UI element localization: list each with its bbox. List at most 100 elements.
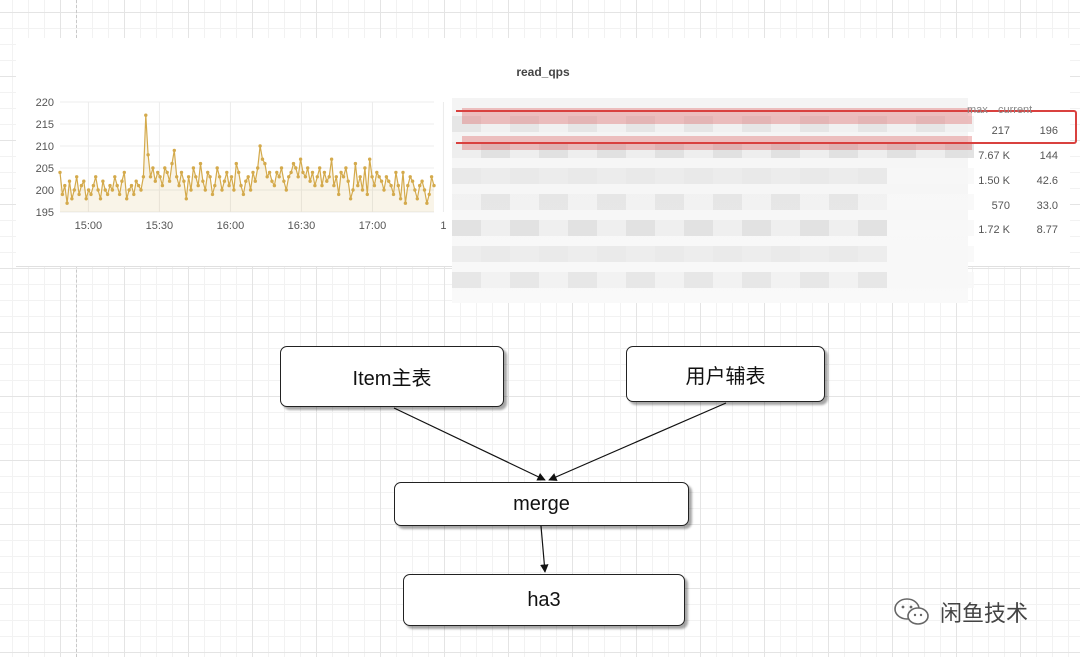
- data-point: [65, 201, 69, 205]
- blur-cell: [800, 168, 829, 184]
- blur-cell: [510, 116, 539, 132]
- data-point: [170, 161, 174, 166]
- node-item-table[interactable]: Item主表: [280, 346, 504, 407]
- y-tick-label: 200: [36, 185, 54, 197]
- data-point: [279, 166, 284, 170]
- data-point: [294, 166, 298, 170]
- blur-cell: [568, 142, 597, 158]
- data-point: [134, 179, 138, 183]
- x-tick-label: 1: [440, 220, 446, 232]
- data-point: [237, 170, 241, 175]
- data-point: [75, 175, 79, 179]
- blur-cell: [626, 220, 655, 236]
- data-point: [136, 183, 141, 188]
- data-point: [179, 170, 184, 175]
- data-point: [63, 183, 67, 188]
- blur-cell: [771, 116, 800, 132]
- data-point: [289, 170, 293, 175]
- legend-row: 570 33.0: [966, 197, 1072, 217]
- legend-row: 1.72 K 8.77: [966, 221, 1072, 241]
- series-area: [60, 115, 434, 212]
- blur-cell: [684, 272, 713, 288]
- data-point: [148, 175, 153, 179]
- data-point: [418, 183, 422, 188]
- blur-cell: [568, 246, 597, 262]
- blur-cell: [655, 168, 684, 184]
- blur-cell: [771, 272, 800, 288]
- data-point: [282, 179, 286, 183]
- data-point: [256, 166, 260, 170]
- data-point: [332, 183, 336, 188]
- blur-cell: [539, 246, 568, 262]
- blur-cell: [713, 168, 742, 184]
- data-point: [241, 192, 246, 197]
- blur-cell: [945, 142, 974, 158]
- data-point: [105, 192, 110, 197]
- node-merge[interactable]: merge: [394, 482, 689, 526]
- legend-max: 217: [991, 125, 1010, 137]
- x-tick-label: 15:00: [75, 220, 103, 232]
- blur-cell: [887, 142, 916, 158]
- data-point: [67, 179, 72, 183]
- data-point: [427, 192, 431, 197]
- data-point: [408, 175, 412, 179]
- blur-cell: [597, 246, 626, 262]
- blur-cell: [684, 246, 713, 262]
- data-point: [370, 175, 374, 179]
- data-point: [84, 197, 88, 201]
- x-tick-label: 16:00: [217, 220, 245, 232]
- blur-cell: [452, 168, 481, 184]
- blur-cell: [684, 142, 713, 158]
- blur-cell: [916, 116, 945, 132]
- blur-cell: [887, 168, 916, 184]
- blur-cell: [771, 168, 800, 184]
- blur-cell: [626, 194, 655, 210]
- legend-max: 570: [991, 200, 1010, 212]
- blur-cell: [742, 194, 771, 210]
- data-point: [58, 170, 62, 175]
- data-point: [72, 188, 76, 192]
- data-point: [125, 197, 129, 201]
- legend-current: 8.77: [1036, 224, 1058, 236]
- node-ha3[interactable]: ha3: [403, 574, 685, 626]
- blur-cell: [655, 246, 684, 262]
- blur-cell: [713, 272, 742, 288]
- blur-cell: [510, 142, 539, 158]
- blur-cell: [539, 194, 568, 210]
- node-user-table[interactable]: 用户辅表: [626, 346, 825, 402]
- data-point: [232, 188, 236, 192]
- blur-cell: [510, 168, 539, 184]
- data-point: [401, 170, 405, 175]
- legend-current: 196: [1039, 125, 1058, 137]
- watermark-text: 闲鱼技术: [940, 601, 1029, 626]
- data-point: [225, 170, 229, 175]
- data-point: [348, 197, 353, 201]
- legend-row: 1.50 K 42.6: [966, 172, 1072, 192]
- data-point: [213, 183, 217, 188]
- blur-cell: [597, 220, 626, 236]
- data-point: [394, 170, 398, 175]
- blur-cell: [481, 272, 510, 288]
- edge-user-to-merge: [548, 402, 727, 481]
- data-point: [310, 170, 315, 175]
- blur-cell: [626, 168, 655, 184]
- data-point: [358, 175, 362, 179]
- y-tick-label: 220: [36, 97, 54, 109]
- blur-cell: [916, 246, 945, 262]
- data-point: [260, 157, 265, 161]
- blur-cell: [800, 272, 829, 288]
- blur-cell: [510, 194, 539, 210]
- y-tick-label: 195: [36, 207, 54, 219]
- blur-cell: [626, 116, 655, 132]
- highlighted-row-box: [456, 110, 1077, 144]
- blur-cell: [916, 272, 945, 288]
- data-point: [425, 201, 429, 205]
- node-item-label: Item主表: [352, 368, 432, 390]
- blur-cell: [568, 272, 597, 288]
- edge-item-to-merge: [393, 407, 546, 481]
- legend-current: 42.6: [1036, 175, 1058, 187]
- edge-merge-to-ha3: [540, 525, 549, 573]
- data-point: [96, 188, 100, 192]
- blur-cell: [945, 246, 974, 262]
- blur-cell: [597, 116, 626, 132]
